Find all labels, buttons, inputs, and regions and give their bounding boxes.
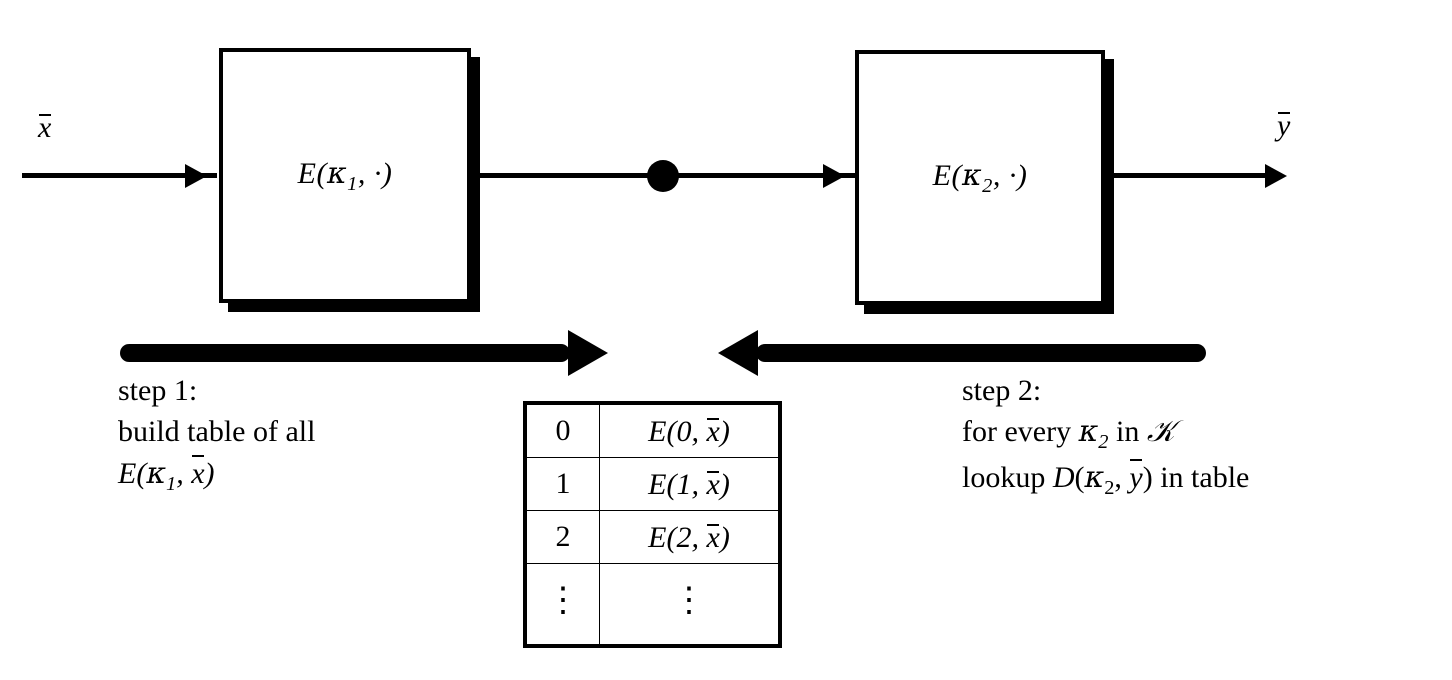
table-value-ellipsis: ⋮ <box>599 563 781 647</box>
lookup-table[interactable]: 0 E(0, x) 1 E(1, x) 2 E(2, x) ⋮ <box>523 401 782 648</box>
step-1-line-3: E(κ1, x) <box>118 453 315 499</box>
table-key-cell: 0 <box>524 402 600 458</box>
intermediate-arrowhead-icon <box>823 164 845 188</box>
output-wire <box>1105 173 1270 178</box>
step-1-line-2: build table of all <box>118 414 316 448</box>
table-row[interactable]: 2 E(2, x) <box>524 510 781 564</box>
first-encryption-block[interactable]: E(κ1, ·) <box>219 48 471 303</box>
table-key-ellipsis: ⋮ <box>524 563 600 647</box>
step-1-arrow-shaft <box>120 344 570 362</box>
table-value-cell: E(1, x) <box>599 457 781 511</box>
step-1-caption: step 1: build table of all E(κ1, x) <box>118 371 315 498</box>
table-row[interactable]: 0 E(0, x) <box>524 402 781 458</box>
step-2-line-2: for every κ2 in 𝒦 <box>962 413 1175 453</box>
step-2-line-3: lookup D(κ2, y) in table <box>962 457 1249 503</box>
table-row: ⋮ ⋮ <box>524 563 781 647</box>
lookup-table-body: 0 E(0, x) 1 E(1, x) 2 E(2, x) ⋮ <box>524 402 781 647</box>
step-1-arrowhead-icon <box>568 330 608 376</box>
step-2-caption: step 2: for every κ2 in 𝒦 lookup D(κ2, y… <box>962 371 1249 502</box>
step-2-arrow-shaft <box>756 344 1206 362</box>
table-key-cell: 1 <box>524 457 600 511</box>
input-arrowhead-icon <box>185 164 207 188</box>
table-value-cell: E(2, x) <box>599 510 781 564</box>
second-encryption-label: E(κ2, ·) <box>932 157 1028 197</box>
step-1-line-1: step 1: <box>118 374 198 407</box>
step-2-line-1: step 2: <box>962 374 1042 407</box>
step-2-arrowhead-icon <box>718 330 758 376</box>
input-wire <box>22 173 217 178</box>
output-arrowhead-icon <box>1265 164 1287 188</box>
input-signal-label: x <box>38 111 52 144</box>
table-row[interactable]: 1 E(1, x) <box>524 457 781 511</box>
table-key-cell: 2 <box>524 510 600 564</box>
output-signal-label: y <box>1277 109 1291 142</box>
second-encryption-block[interactable]: E(κ2, ·) <box>855 50 1105 305</box>
table-value-cell: E(0, x) <box>599 402 781 458</box>
junction-dot-icon <box>647 160 679 192</box>
first-encryption-label: E(κ1, ·) <box>297 155 393 195</box>
